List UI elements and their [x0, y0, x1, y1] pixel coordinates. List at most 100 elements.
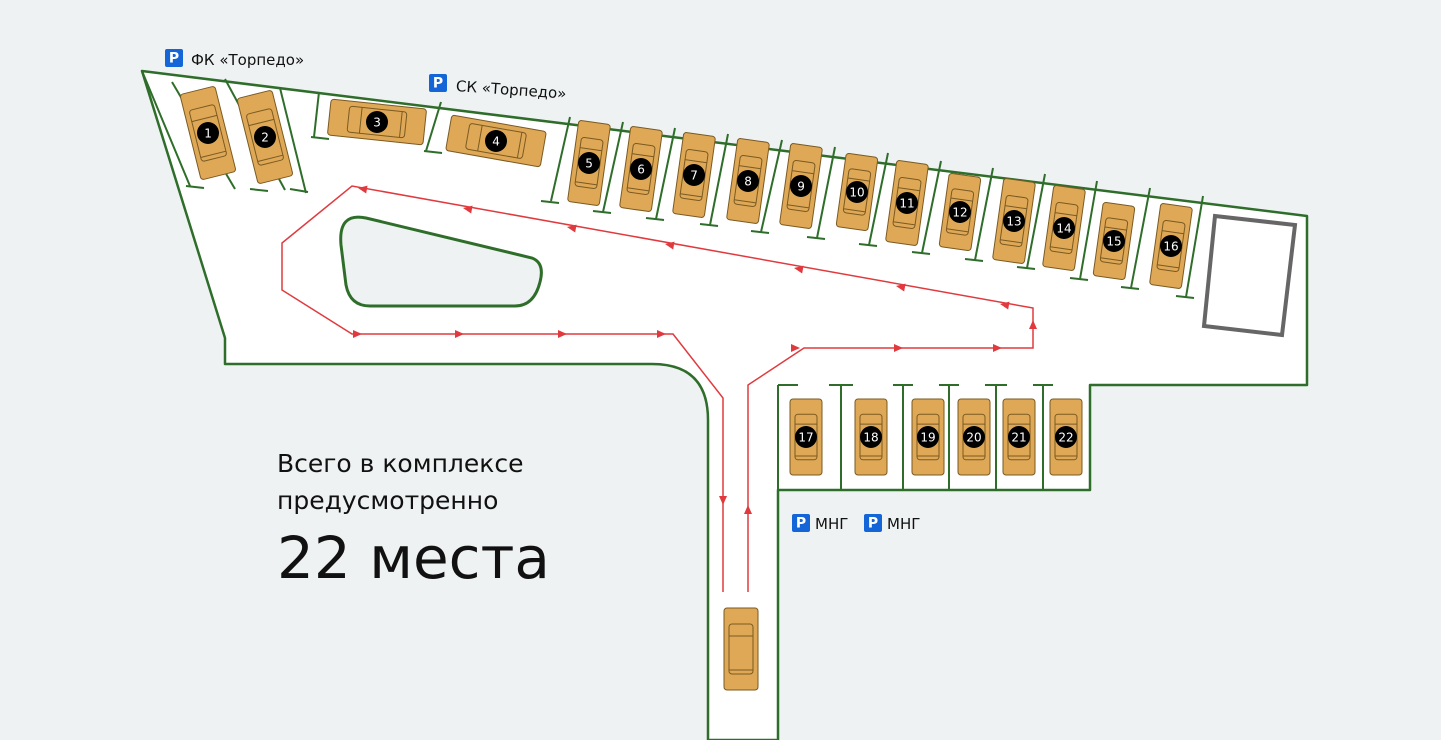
- parking-spot-15: 15: [1092, 202, 1136, 280]
- label-sk-torpedo: СК «Торпедо»: [455, 77, 567, 103]
- parking-icon-letter: P: [868, 516, 878, 532]
- stall-markings: [141, 70, 1204, 490]
- spot-number: 18: [863, 431, 878, 445]
- parking-icon-letter: P: [796, 516, 806, 532]
- parking-spot-17: 17: [789, 398, 823, 476]
- route-arrow: [896, 283, 906, 292]
- spot-number: 2: [261, 131, 269, 145]
- spot-number: 21: [1011, 431, 1026, 445]
- parking-spot-16: 16: [1149, 203, 1193, 289]
- spot-number-badge: 13: [1003, 210, 1025, 232]
- summary-line-2: предусмотренно: [277, 486, 499, 515]
- parking-spot-1: 1: [180, 86, 236, 180]
- spot-number-badge: 16: [1160, 235, 1182, 257]
- route-arrow: [744, 505, 752, 514]
- parking-spot-22: 22: [1049, 398, 1083, 476]
- route-arrow: [353, 330, 362, 338]
- parking-icon: [792, 514, 810, 532]
- parking-spot-6: 6: [619, 126, 663, 212]
- spot-number: 14: [1056, 222, 1071, 236]
- parking-spot-11: 11: [885, 160, 929, 246]
- spot-number-badge: 5: [578, 152, 600, 174]
- parking-spot-7: 7: [672, 132, 716, 218]
- building-outline: [1201, 213, 1298, 338]
- spot-number: 4: [492, 135, 500, 149]
- traffic-route: [281, 185, 1034, 592]
- spot-number-badge: 6: [630, 158, 652, 180]
- spot-number-badge: 17: [795, 426, 817, 448]
- parking-sign-mng-1: P МНГ: [792, 514, 848, 533]
- spot-number-badge: 2: [254, 126, 276, 148]
- spot-number: 17: [798, 431, 813, 445]
- parking-spot-4: 4: [445, 114, 547, 168]
- spot-number: 6: [637, 163, 645, 177]
- summary-block: Всего в комплексе предусмотренно 22 мест…: [277, 445, 550, 593]
- spot-number-badge: 11: [896, 192, 918, 214]
- route-arrow: [791, 344, 800, 352]
- route-arrow: [558, 330, 567, 338]
- spot-number: 5: [585, 157, 593, 171]
- route-arrow: [794, 265, 804, 274]
- spot-number: 12: [952, 206, 967, 220]
- route-arrow: [1029, 320, 1037, 329]
- label-mng-1: МНГ: [815, 515, 848, 533]
- parking-spot-2: 2: [237, 90, 293, 184]
- label-mng-2: МНГ: [887, 515, 920, 533]
- route-arrow: [894, 344, 903, 352]
- parking-spot-20: 20: [957, 398, 991, 476]
- parking-icon: [165, 49, 183, 67]
- route-arrow: [719, 496, 727, 505]
- parking-spot-10: 10: [835, 153, 879, 231]
- traffic-island: [339, 215, 543, 308]
- parking-spot-13: 13: [992, 178, 1036, 264]
- parking-sign-fk: P ФК «Торпедо»: [165, 49, 304, 69]
- route-arrow: [657, 330, 666, 338]
- parking-sign-sk: P СК «Торпедо»: [429, 74, 567, 103]
- spot-number: 16: [1163, 240, 1178, 254]
- spot-number-badge: 1: [197, 122, 219, 144]
- spot-number-badge: 4: [485, 130, 507, 152]
- spot-number-badge: 22: [1055, 426, 1077, 448]
- spot-number: 20: [966, 431, 981, 445]
- route-exit: [281, 185, 1034, 592]
- spot-number: 9: [797, 180, 805, 194]
- spot-number-badge: 15: [1103, 230, 1125, 252]
- route-arrow: [463, 205, 473, 214]
- spot-number-badge: 12: [949, 201, 971, 223]
- spot-number-badge: 14: [1053, 217, 1075, 239]
- spot-number: 15: [1106, 235, 1121, 249]
- spot-number-badge: 18: [860, 426, 882, 448]
- route-arrows: [353, 185, 1037, 514]
- spot-number-badge: 8: [737, 170, 759, 192]
- parking-spot-21: 21: [1002, 398, 1036, 476]
- route-arrow: [1000, 301, 1010, 310]
- parking-spot-12: 12: [938, 173, 982, 251]
- label-fk-torpedo: ФК «Торпедо»: [191, 51, 304, 69]
- parking-spot-3: 3: [327, 98, 427, 146]
- parking-spot-5: 5: [567, 120, 611, 206]
- spot-number: 3: [373, 116, 381, 130]
- route-arrow: [358, 185, 368, 194]
- parking-sign-mng-2: P МНГ: [864, 514, 920, 533]
- summary-line-1: Всего в комплексе: [277, 449, 524, 478]
- route-arrow: [567, 224, 577, 233]
- spot-number-badge: 19: [917, 426, 939, 448]
- spot-number-badge: 7: [683, 164, 705, 186]
- parking-icon-letter: P: [169, 51, 179, 67]
- route-arrow: [665, 241, 675, 250]
- spot-number: 1: [204, 127, 212, 141]
- spot-number-badge: 9: [790, 175, 812, 197]
- spot-number-badge: 10: [846, 181, 868, 203]
- moving-car: [723, 607, 759, 691]
- parking-spot-19: 19: [911, 398, 945, 476]
- spot-number: 22: [1058, 431, 1073, 445]
- parking-icon-letter: P: [433, 76, 443, 92]
- summary-total: 22 места: [277, 524, 550, 592]
- spot-number: 10: [849, 186, 864, 200]
- parking-spot-8: 8: [726, 138, 770, 224]
- parking-spot-18: 18: [854, 398, 888, 476]
- parking-icon: [429, 74, 447, 92]
- spot-number-badge: 3: [366, 111, 388, 133]
